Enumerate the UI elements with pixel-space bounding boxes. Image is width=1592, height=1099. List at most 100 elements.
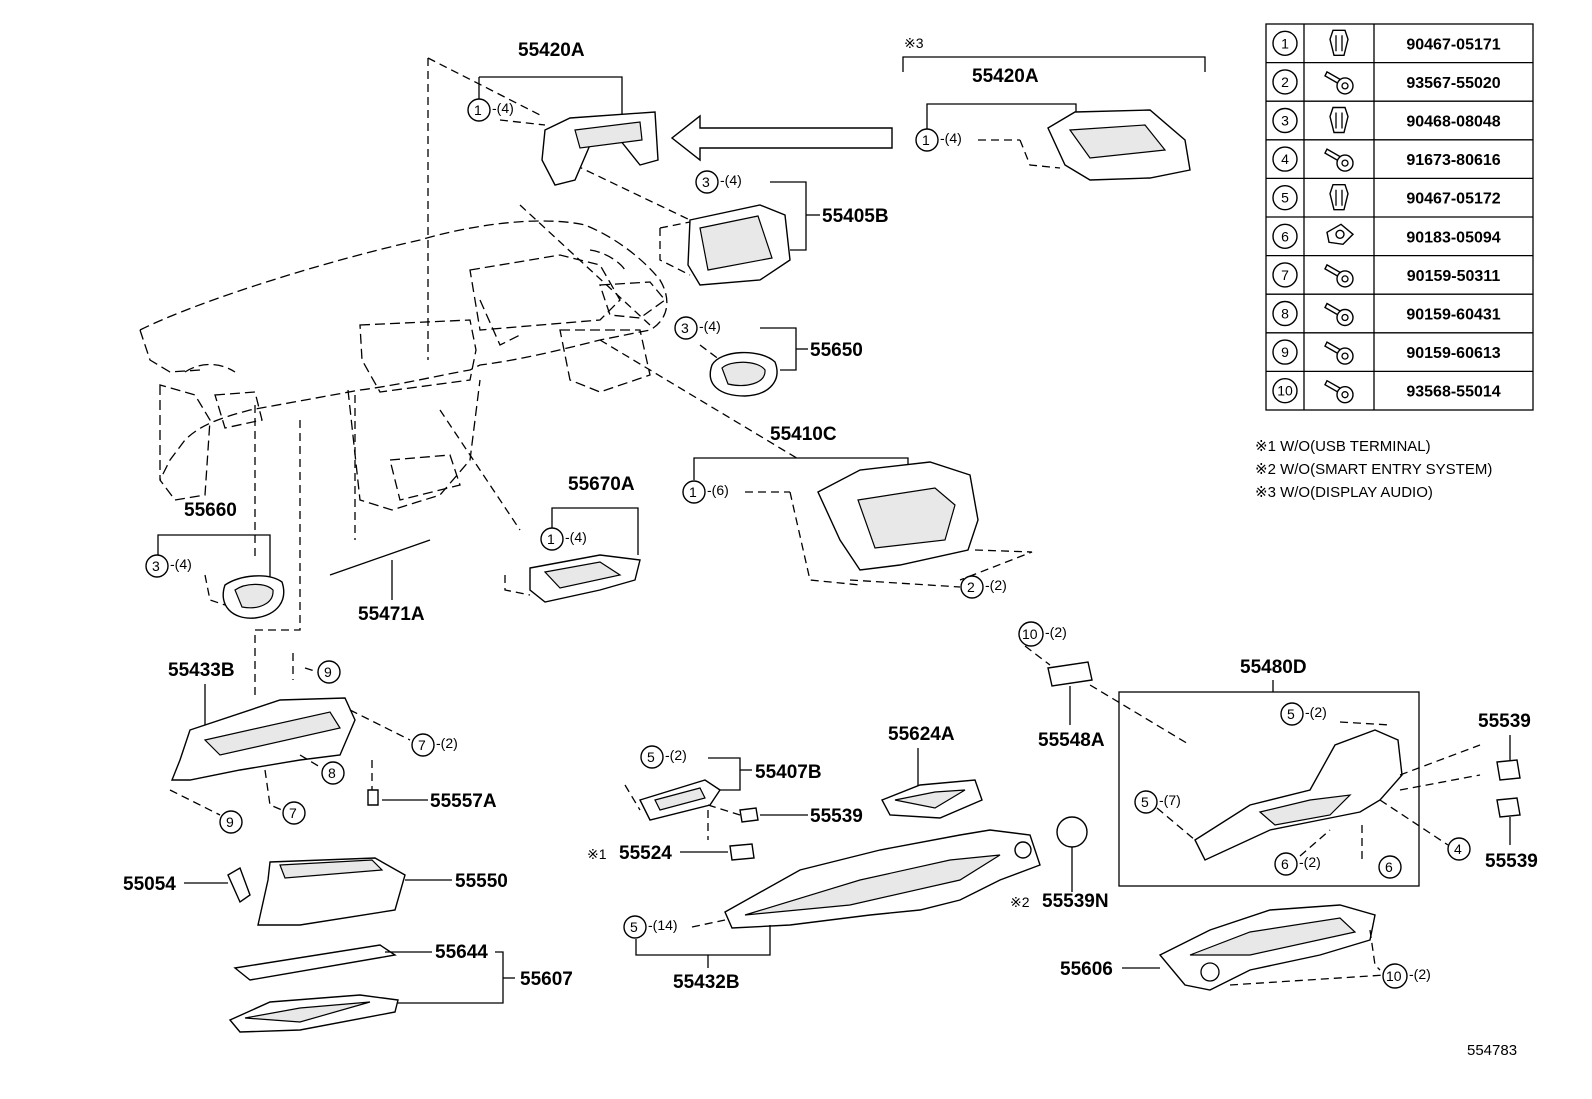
svg-text:5: 5 [647, 749, 655, 765]
label-55539N: 55539N [1042, 891, 1109, 912]
leader-lines [254, 57, 801, 700]
svg-text:1: 1 [922, 132, 930, 148]
part-55432B: 5 -(14) 55432B [623, 829, 1041, 993]
svg-text:-(6): -(6) [707, 482, 729, 498]
svg-text:3: 3 [152, 558, 160, 574]
clip-icon [1329, 184, 1349, 211]
part-55480D: 55480D 5 -(2) 5 -(7) 6 -(2) 6 4 [1118, 657, 1481, 887]
svg-text:-(2): -(2) [436, 735, 458, 751]
callout-circle [1272, 69, 1298, 95]
svg-text:3: 3 [702, 174, 710, 190]
part-55410C: 55410C 1 -(6) 2 -(2) [682, 424, 1033, 599]
svg-text:-(14): -(14) [648, 917, 678, 933]
callout-number: 2 [1281, 74, 1289, 90]
callout-number: 7 [1281, 267, 1289, 283]
callout-number: 6 [1281, 228, 1289, 244]
svg-text:※2: ※2 [1010, 894, 1030, 910]
label-55650: 55650 [810, 340, 863, 361]
svg-text:8: 8 [328, 765, 336, 781]
label-55557A: 55557A [430, 791, 497, 812]
part-55405B: 3 -(4) 55405B [659, 170, 889, 286]
svg-text:7: 7 [289, 805, 297, 821]
label-55054: 55054 [123, 874, 176, 895]
part-55407B: 5 -(2) 55407B 55539 ※1 55524 [587, 745, 863, 864]
svg-text:1: 1 [474, 102, 482, 118]
callout-number: 8 [1281, 306, 1289, 322]
svg-text:9: 9 [226, 814, 234, 830]
part-55433B: 55433B 9 7 -(2) 8 7 9 55557A [168, 653, 497, 834]
label-55539-b: 55539 [1478, 711, 1531, 732]
svg-text:-(2): -(2) [1045, 624, 1067, 640]
svg-text:-(2): -(2) [1305, 704, 1327, 720]
svg-text:-(2): -(2) [985, 577, 1007, 593]
svg-text:-(4): -(4) [699, 318, 721, 334]
part-number: 90467-05172 [1406, 191, 1500, 208]
label-55644: 55644 [435, 942, 488, 963]
label-55410C: 55410C [770, 424, 837, 445]
svg-text:5: 5 [1287, 706, 1295, 722]
label-55433B: 55433B [168, 660, 235, 681]
part-number: 93567-55020 [1406, 75, 1500, 92]
part-55606: 55606 10 -(2) [1060, 904, 1431, 991]
screw-icon [1324, 379, 1354, 404]
callout-circle [1272, 223, 1298, 250]
callout-circle [1272, 146, 1298, 172]
callout-circle [1272, 184, 1298, 211]
part-55624A: 55624A [881, 724, 983, 819]
callout-number: 4 [1281, 151, 1289, 167]
svg-text:-(2): -(2) [1409, 966, 1431, 982]
table-row: 2 93567-55020 [1272, 69, 1501, 95]
callout-number: 10 [1277, 383, 1293, 399]
note-1: ※1 W/O(USB TERMINAL) [1255, 438, 1431, 455]
label-55471A: 55471A [358, 604, 425, 625]
part-55670A: 55670A 1 -(4) [504, 474, 641, 603]
svg-text:10: 10 [1022, 626, 1038, 642]
label-55548A: 55548A [1038, 730, 1105, 751]
callout-circle [1272, 262, 1298, 288]
callout-circle [1272, 107, 1298, 134]
part-55607: 55644 55607 [228, 942, 573, 1033]
svg-text:-(4): -(4) [565, 529, 587, 545]
svg-text:-(2): -(2) [1299, 854, 1321, 870]
label-55524: 55524 [619, 843, 672, 864]
label-55606: 55606 [1060, 959, 1113, 980]
callout-number: 9 [1281, 344, 1289, 360]
note-2: ※2 W/O(SMART ENTRY SYSTEM) [1255, 461, 1492, 478]
part-55420A-center: 55420A 1 -(4) [467, 40, 659, 186]
svg-text:-(4): -(4) [940, 130, 962, 146]
part-55539N: ※2 55539N [1010, 816, 1109, 912]
part-55660: 55660 3 -(4) [145, 500, 285, 619]
nut-icon [1326, 223, 1355, 246]
label-55480D: 55480D [1240, 657, 1307, 678]
label-55539-c: 55539 [1485, 851, 1538, 872]
callout-circle [1272, 300, 1298, 327]
callout-number: 5 [1281, 190, 1289, 206]
svg-text:10: 10 [1386, 968, 1402, 984]
direction-arrow [670, 114, 893, 162]
svg-text:-(4): -(4) [720, 172, 742, 188]
svg-text:3: 3 [681, 320, 689, 336]
screw-icon [1324, 341, 1354, 365]
table-row: 6 90183-05094 [1272, 223, 1501, 250]
part-number: 93568-55014 [1406, 384, 1500, 401]
svg-text:6: 6 [1281, 856, 1289, 872]
label-55405B: 55405B [822, 206, 889, 227]
callout-circle [1272, 339, 1298, 365]
instrument-panel-drawing [139, 220, 668, 511]
label-55624A: 55624A [888, 724, 955, 745]
part-55539-right: 55539 55539 [1478, 711, 1538, 872]
screw-icon [1324, 263, 1354, 288]
svg-text:7: 7 [418, 737, 426, 753]
part-number: 90183-05094 [1406, 229, 1500, 246]
svg-text:1: 1 [689, 484, 697, 500]
callout-circle [1272, 30, 1298, 56]
svg-text:5: 5 [1141, 794, 1149, 810]
svg-text:※3: ※3 [904, 35, 924, 51]
